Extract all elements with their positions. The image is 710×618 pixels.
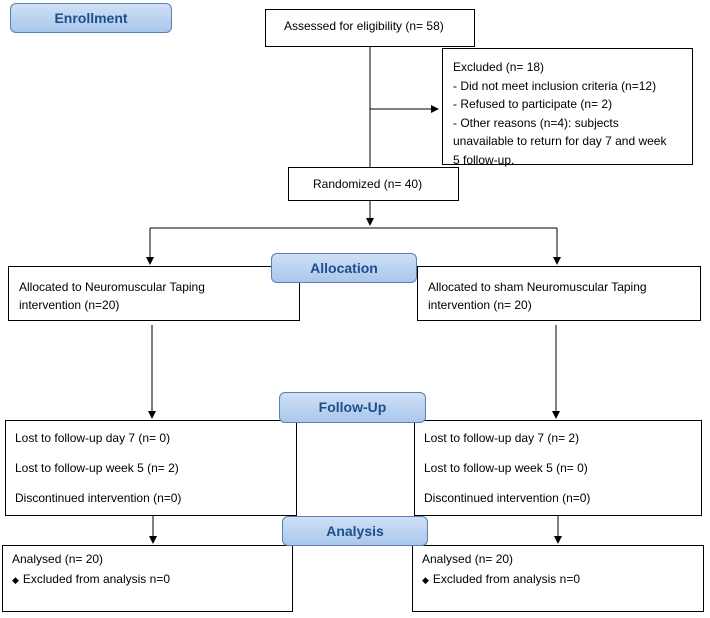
randomized-box: Randomized (n= 40) (288, 167, 459, 201)
analysis-right-analysed: Analysed (n= 20) (422, 552, 514, 566)
analysis-right-box: Analysed (n= 20) ◆Excluded from analysis… (412, 545, 704, 612)
stage-allocation: Allocation (271, 253, 417, 283)
allocation-right-line: Allocated to sham Neuromuscular Taping (428, 280, 647, 294)
analysis-left-analysed: Analysed (n= 20) (12, 552, 104, 566)
excluded-item: - Refused to participate (n= 2) (453, 97, 613, 111)
excluded-item: unavailable to return for day 7 and week (453, 134, 667, 148)
assessed-box: Assessed for eligibility (n= 58) (265, 9, 475, 47)
analysis-right-excluded: Excluded from analysis n=0 (432, 572, 580, 586)
allocation-right-box: Allocated to sham Neuromuscular Taping i… (417, 266, 701, 321)
excluded-item: - Other reasons (n=4): subjects (453, 115, 619, 130)
analysis-left-box: Analysed (n= 20) ◆Excluded from analysis… (2, 545, 293, 612)
excluded-item: 5 follow-up. (453, 152, 515, 167)
analysis-left-excluded-row: ◆Excluded from analysis n=0 (12, 572, 170, 588)
followup-right-line: Discontinued intervention (n=0) (424, 491, 591, 505)
excluded-box: Excluded (n= 18) - Did not meet inclusio… (442, 48, 693, 167)
followup-right-line: Lost to follow-up day 7 (n= 2) (424, 431, 580, 445)
allocation-left-line: intervention (n=20) (19, 298, 120, 312)
assessed-text: Assessed for eligibility (n= 58) (284, 19, 444, 33)
excluded-item: - Did not meet inclusion criteria (n=12) (453, 78, 657, 93)
followup-left-line: Discontinued intervention (n=0) (15, 491, 182, 505)
stage-enrollment: Enrollment (10, 3, 172, 33)
followup-right-box: Lost to follow-up day 7 (n= 2) Lost to f… (414, 420, 702, 516)
allocation-left-line: Allocated to Neuromuscular Taping (19, 280, 205, 294)
analysis-right-excluded-row: ◆Excluded from analysis n=0 (422, 572, 580, 588)
allocation-left-box: Allocated to Neuromuscular Taping interv… (8, 266, 300, 321)
followup-left-line: Lost to follow-up week 5 (n= 2) (15, 461, 179, 475)
stage-analysis: Analysis (282, 516, 428, 546)
diamond-bullet-icon: ◆ (12, 575, 19, 585)
randomized-text: Randomized (n= 40) (313, 177, 423, 191)
followup-right-line: Lost to follow-up week 5 (n= 0) (424, 461, 588, 475)
followup-left-line: Lost to follow-up day 7 (n= 0) (15, 431, 171, 445)
excluded-title: Excluded (n= 18) (453, 60, 545, 74)
analysis-left-excluded: Excluded from analysis n=0 (22, 572, 170, 586)
stage-follow-up: Follow-Up (279, 392, 426, 423)
allocation-right-line: intervention (n= 20) (428, 298, 532, 312)
followup-left-box: Lost to follow-up day 7 (n= 0) Lost to f… (5, 420, 297, 516)
diamond-bullet-icon: ◆ (422, 575, 429, 585)
